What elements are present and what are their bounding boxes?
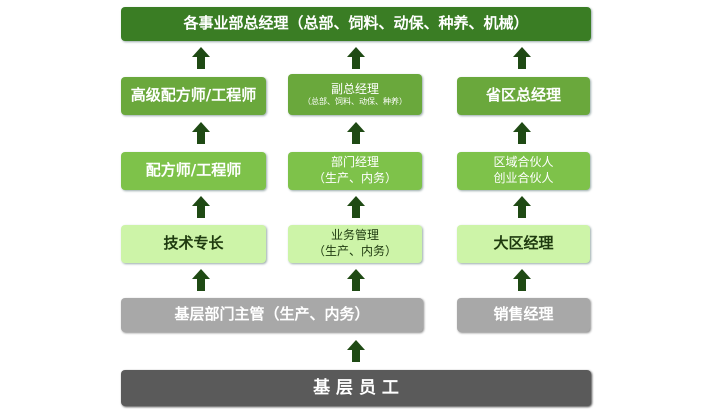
provincial-gm-box: 省区总经理 (457, 77, 590, 115)
sales-manager-label: 销售经理 (493, 305, 554, 324)
senior-formulator-box: 高级配方师/工程师 (121, 77, 266, 115)
regional-partner-label: 区域合伙人 (493, 155, 554, 170)
business-management-box: 业务管理 （生产、内务） (288, 225, 422, 263)
partner-box: 区域合伙人 创业合伙人 (457, 152, 590, 190)
top-executives-label: 各事业部总经理（总部、饲料、动保、种养、机械） (183, 14, 529, 33)
deputy-gm-box: 副总经理 （总部、饲料、动保、种养） (288, 74, 422, 115)
regional-manager-label: 大区经理 (493, 234, 554, 253)
base-department-supervisor-label: 基层部门主管（生产、内务） (174, 305, 370, 324)
senior-formulator-label: 高级配方师/工程师 (130, 86, 257, 105)
sales-manager-box: 销售经理 (457, 298, 590, 332)
technical-specialty-box: 技术专长 (121, 225, 266, 263)
provincial-gm-label: 省区总经理 (485, 86, 561, 105)
department-manager-sub-label: （生产、内务） (312, 171, 397, 185)
startup-partner-label: 创业合伙人 (493, 171, 554, 185)
department-manager-box: 部门经理 （生产、内务） (288, 152, 422, 190)
base-department-supervisor-box: 基层部门主管（生产、内务） (121, 298, 423, 332)
regional-manager-box: 大区经理 (457, 225, 590, 263)
formulator-box: 配方师/工程师 (121, 152, 266, 190)
deputy-gm-label: 副总经理 (330, 81, 379, 96)
formulator-label: 配方师/工程师 (145, 161, 242, 180)
deputy-gm-sub-label: （总部、饲料、动保、种养） (303, 97, 407, 107)
business-management-sub-label: （生产、内务） (312, 244, 397, 258)
department-manager-label: 部门经理 (330, 155, 379, 170)
base-staff-label: 基 层 员 工 (313, 377, 399, 398)
technical-specialty-label: 技术专长 (163, 234, 224, 253)
top-executives-box: 各事业部总经理（总部、饲料、动保、种养、机械） (121, 7, 591, 41)
base-staff-box: 基 层 员 工 (121, 370, 591, 406)
business-management-label: 业务管理 (330, 228, 379, 243)
